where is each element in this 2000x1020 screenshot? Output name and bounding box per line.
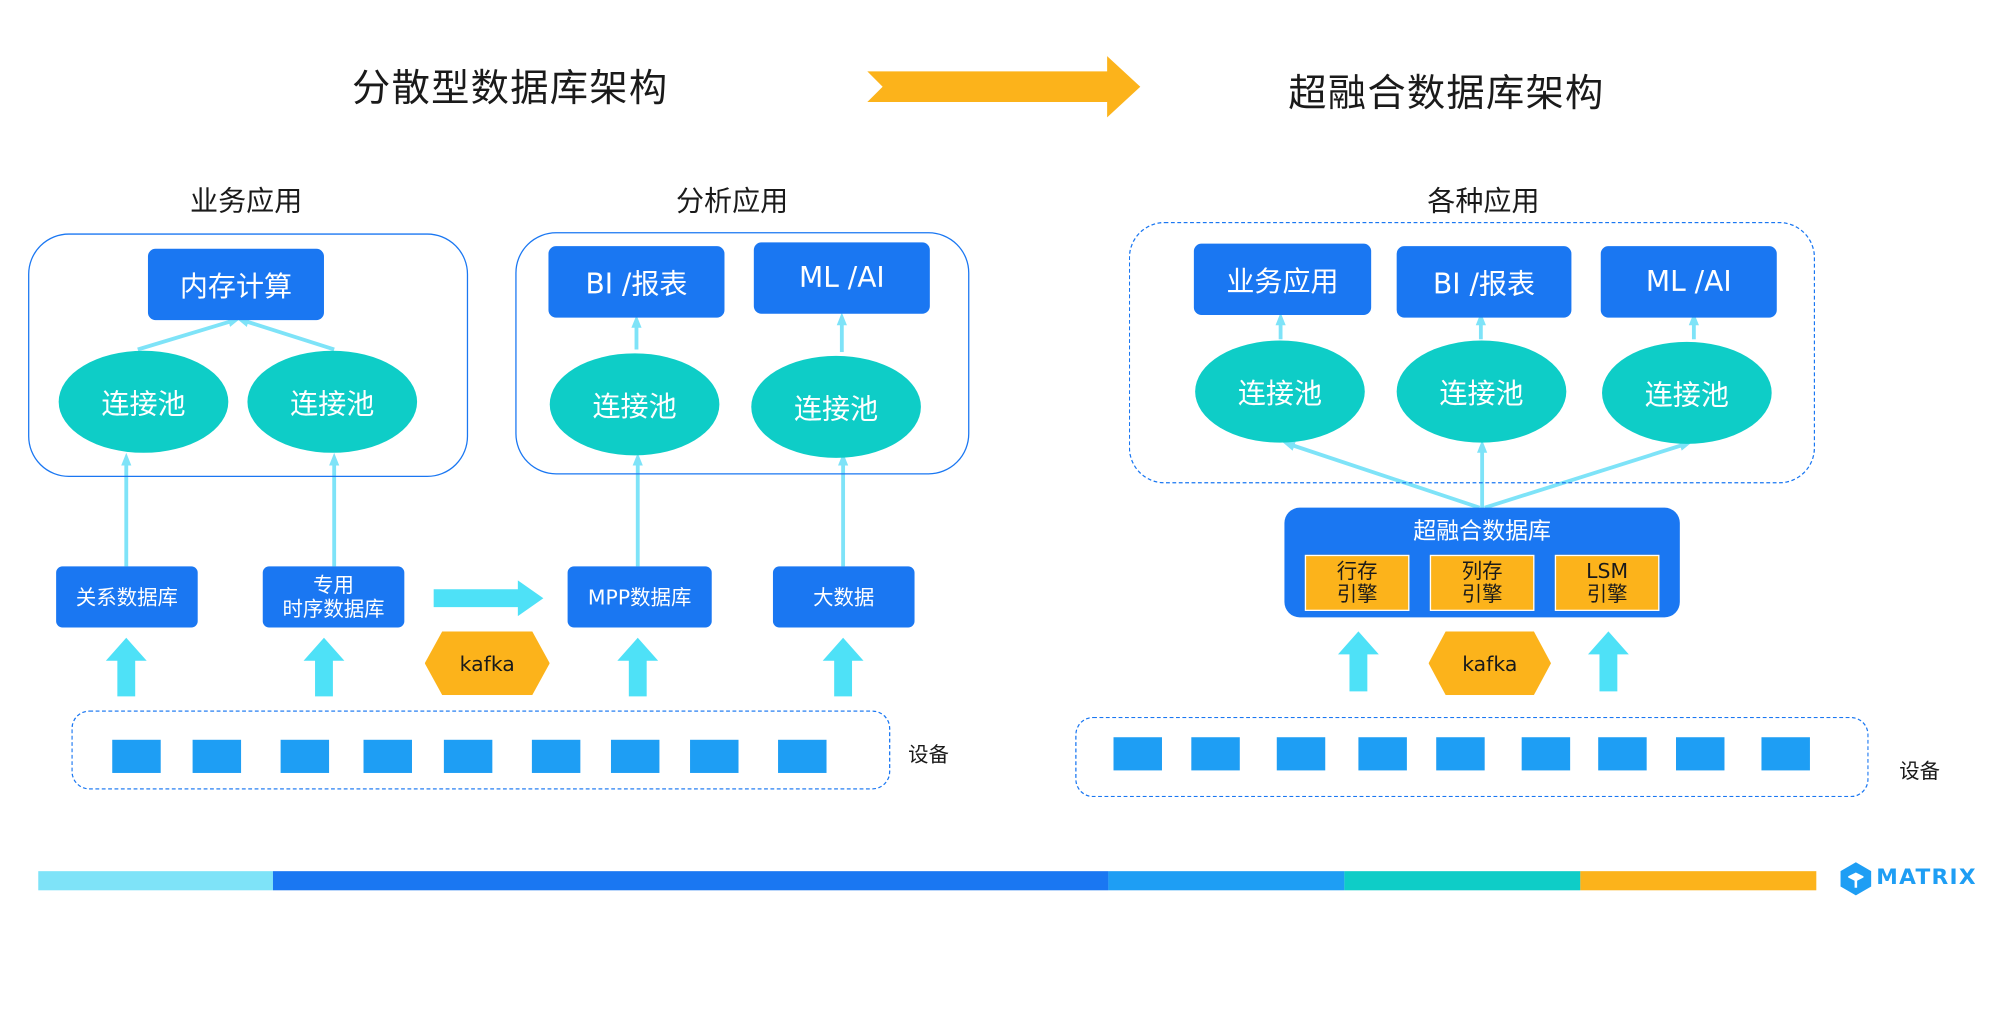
- footer-bar-segment: [1344, 871, 1581, 891]
- hyper-db-box: 超融合数据库 行存 引擎 列存 引擎 LSM 引擎: [1284, 507, 1680, 618]
- hyper-db-title: 超融合数据库: [1413, 517, 1552, 545]
- memory-compute-box: 内存计算: [147, 248, 324, 321]
- tsdb-to-mpp-arrow: [433, 580, 544, 617]
- right-title: 超融合数据库架构: [1288, 71, 1605, 117]
- apps-frame: [1128, 221, 1816, 484]
- ml-ai-box: ML /AI: [753, 242, 930, 314]
- left-title: 分散型数据库架构: [352, 66, 669, 111]
- connection-pool: 连接池: [247, 350, 418, 453]
- transition-arrow: [867, 56, 1141, 118]
- analytics-app-frame: [515, 232, 970, 475]
- device-up-arrow: [822, 637, 864, 697]
- analytics-section-label: 分析应用: [675, 186, 789, 219]
- pool1-to-compute: [137, 317, 241, 352]
- lsm-engine: LSM 引擎: [1554, 554, 1660, 611]
- device-block: [1676, 737, 1725, 771]
- bigdata-box: 大数据: [772, 566, 915, 628]
- device-up-arrow: [1587, 631, 1629, 692]
- biz-app-frame: [28, 233, 469, 478]
- footer-bar-segment: [1580, 871, 1817, 891]
- device-block: [1276, 737, 1326, 771]
- device-block: [1113, 737, 1162, 771]
- device-block: [1436, 737, 1485, 771]
- ml-ai-box: ML /AI: [1600, 246, 1777, 318]
- matrix-logo-icon: [1840, 862, 1872, 896]
- engine-line1: LSM: [1586, 558, 1629, 583]
- mpp-db-box: MPP数据库: [567, 566, 712, 628]
- device-block: [1191, 737, 1240, 771]
- footer-bar-segment: [272, 871, 1109, 891]
- device-block: [192, 739, 242, 773]
- apps-section-label: 各种应用: [1427, 186, 1540, 219]
- timeseries-db-line1: 专用: [313, 572, 354, 597]
- brand-name: MATRIX: [1876, 864, 1977, 891]
- connection-pool: 连接池: [549, 353, 720, 456]
- connection-pool: 连接池: [1602, 341, 1772, 444]
- footer-bar-segment: [38, 871, 273, 891]
- footer-bar-segment: [1108, 871, 1345, 891]
- left-device-label: 设备: [908, 742, 949, 767]
- device-up-arrow: [1337, 631, 1379, 692]
- engine-line2: 引擎: [1336, 581, 1378, 606]
- device-block: [610, 739, 660, 773]
- left-devices-frame: [71, 710, 891, 790]
- right-devices-frame: [1075, 716, 1869, 798]
- device-up-arrow: [303, 637, 345, 697]
- engine-line1: 列存: [1461, 558, 1503, 583]
- biz-section-label: 业务应用: [190, 186, 303, 219]
- device-block: [1358, 737, 1407, 771]
- row-store-engine: 行存 引擎: [1304, 554, 1410, 611]
- device-block: [778, 739, 827, 773]
- device-block: [112, 739, 161, 773]
- device-block: [280, 739, 330, 773]
- device-block: [1521, 737, 1571, 771]
- device-block: [443, 739, 493, 773]
- hyperdb-to-pool3: [1484, 440, 1693, 510]
- pool2-to-compute: [236, 317, 335, 352]
- kafka-badge: kafka: [1428, 631, 1552, 696]
- connection-pool: 连接池: [751, 355, 921, 458]
- relational-db-box: 关系数据库: [56, 566, 198, 628]
- column-store-engine: 列存 引擎: [1429, 554, 1535, 611]
- device-block: [690, 739, 739, 773]
- right-device-label: 设备: [1899, 758, 1941, 784]
- business-app-box: 业务应用: [1193, 243, 1372, 316]
- engine-line2: 引擎: [1461, 581, 1503, 606]
- bi-report-box: BI /报表: [548, 246, 725, 318]
- hyperdb-to-pool1: [1282, 441, 1481, 510]
- device-block: [363, 739, 412, 773]
- engine-line2: 引擎: [1586, 581, 1628, 606]
- kafka-badge: kafka: [424, 631, 550, 696]
- connection-pool: 连接池: [58, 350, 229, 453]
- device-block: [1761, 737, 1810, 771]
- device-block: [1598, 737, 1647, 771]
- device-block: [531, 739, 581, 773]
- engine-line1: 行存: [1336, 558, 1378, 583]
- device-up-arrow: [105, 637, 147, 697]
- connection-pool: 连接池: [1396, 340, 1567, 443]
- device-up-arrow: [617, 637, 659, 697]
- timeseries-db-line2: 时序数据库: [282, 596, 385, 622]
- connection-pool: 连接池: [1195, 340, 1365, 443]
- timeseries-db-box: 专用 时序数据库: [262, 566, 405, 628]
- bi-report-box: BI /报表: [1396, 246, 1572, 318]
